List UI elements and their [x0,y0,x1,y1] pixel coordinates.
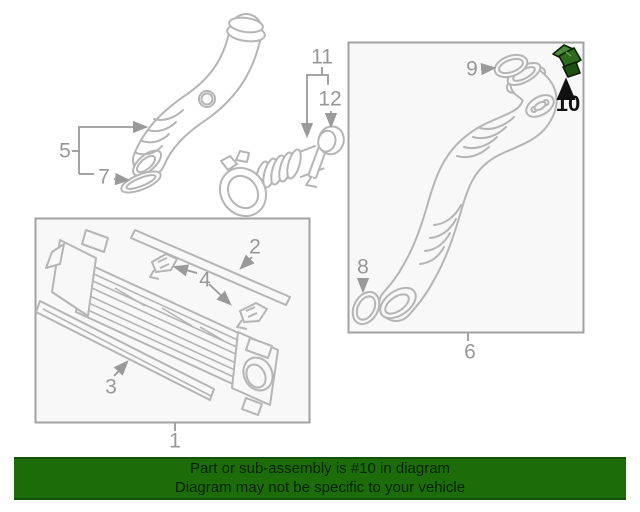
hose-clamp-assembly [218,136,331,218]
callout-label-4: 4 [199,268,211,292]
o-ring-8 [351,290,381,326]
mounting-strip-3 [35,300,215,401]
o-ring-7 [120,170,162,194]
diagram-note-banner: Part or sub-assembly is #10 in diagram D… [14,457,626,500]
sleeve-12 [317,125,345,156]
callout-arrow-4a [172,264,198,277]
callout-label-12: 12 [318,87,342,111]
callout-arrow-7 [113,172,131,186]
callout-label-6: 6 [464,340,476,364]
callout-label-1: 1 [169,429,181,453]
callout-lines [72,62,497,377]
upper-hose [131,13,266,177]
banner-line-1: Part or sub-assembly is #10 in diagram [189,459,451,477]
callout-bracket-5 [78,120,149,174]
seal-ring-9 [493,53,529,79]
callout-label-5: 5 [59,139,71,163]
intercooler-core [45,229,279,416]
callout-bracket-11 [300,74,329,139]
mounting-strip-2 [130,229,291,306]
sensor-10-highlighted-part [552,44,582,78]
callout-label-8: 8 [357,255,369,279]
callout-arrow-4b [208,283,232,306]
bracket-clip-b [236,302,268,330]
callout-arrow-2 [239,254,255,270]
callout-label-10-highlighted: 10 [555,91,581,116]
callout-arrow-9 [480,62,497,76]
callout-label-7: 7 [98,165,110,189]
callout-label-11: 11 [311,45,333,69]
callout-arrow-3 [113,360,129,377]
callout-label-9: 9 [466,57,478,81]
banner-line-2: Diagram may not be specific to your vehi… [174,478,466,496]
callout-label-2: 2 [249,235,261,259]
callout-label-3: 3 [105,375,117,399]
charge-pipe-6 [378,61,558,322]
